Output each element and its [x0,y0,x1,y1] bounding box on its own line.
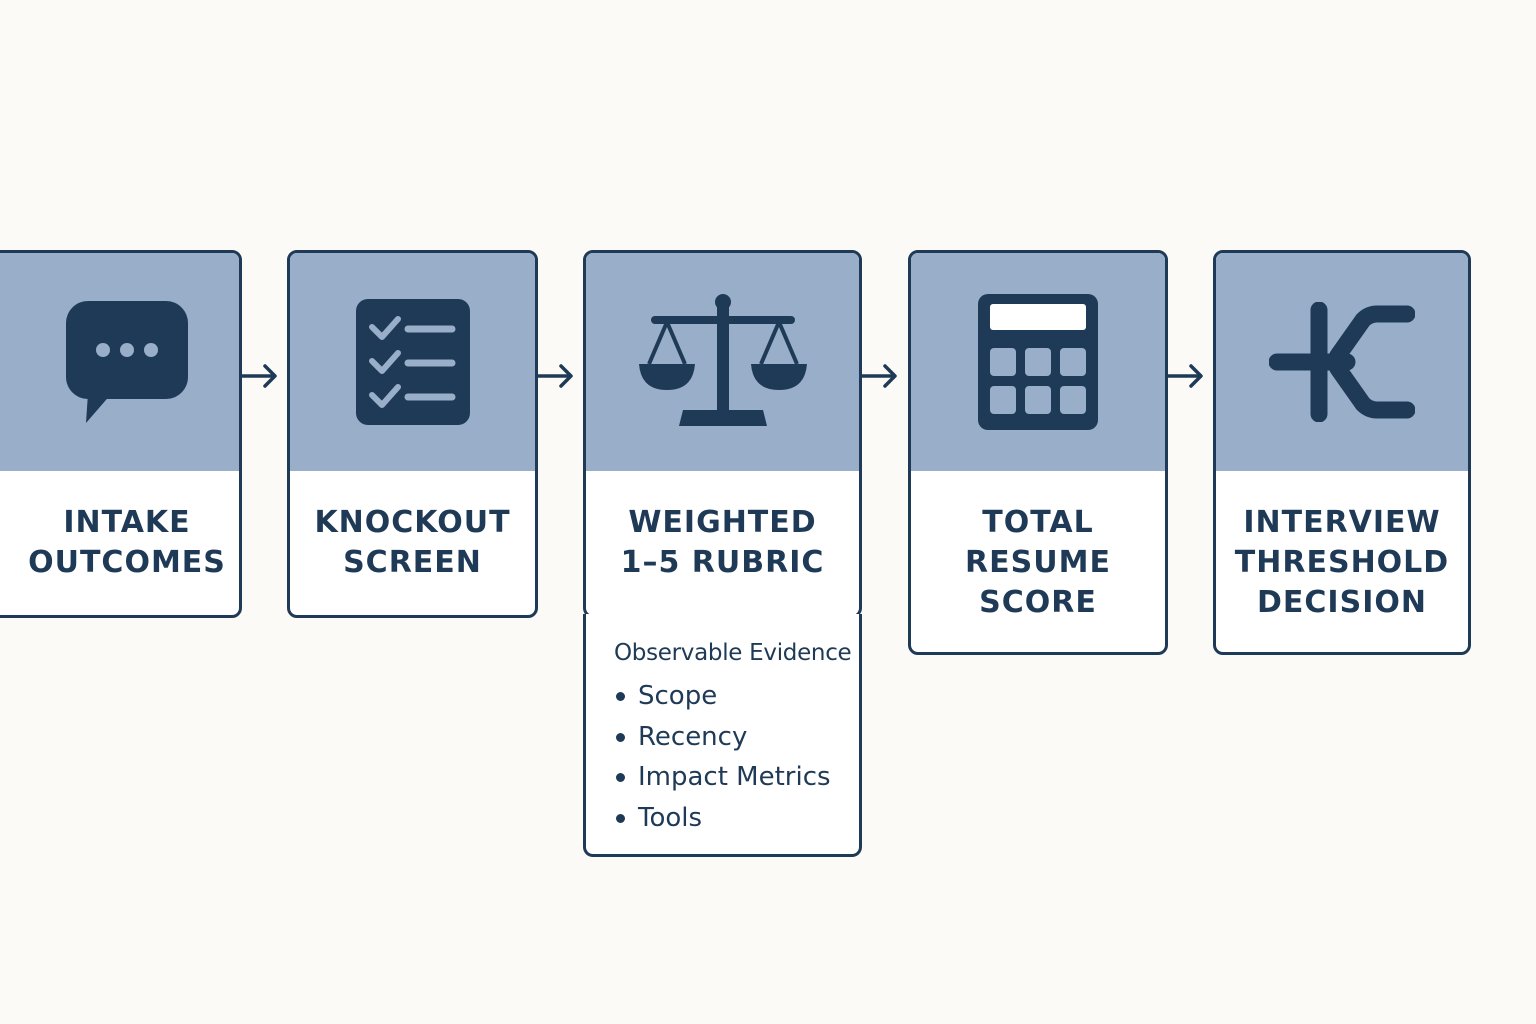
step-knockout-screen: KNOCKOUT SCREEN [287,250,538,618]
step-label: INTAKE OUTCOMES [0,503,239,583]
evidence-list: Scope Recency Impact Metrics Tools [614,676,831,838]
branching-decision-icon [1269,302,1415,422]
evidence-item: Recency [614,717,831,758]
step-label-line: INTERVIEW [1243,505,1441,540]
step-weighted-rubric: WEIGHTED 1–5 RUBRIC [583,250,862,618]
step-label-line: WEIGHTED [628,505,817,540]
step-interview-threshold-decision-header [1216,253,1468,471]
step-label-line: SCORE [979,585,1097,620]
step-label: WEIGHTED 1–5 RUBRIC [586,503,859,583]
flow-arrow [862,364,897,388]
bullet-icon [616,692,625,701]
step-label-line: OUTCOMES [28,545,226,580]
speech-bubble-icon [66,301,188,423]
evidence-item-text: Impact Metrics [638,762,831,792]
step-label-line: RESUME [965,545,1111,580]
flow-arrow [538,364,573,388]
evidence-item: Impact Metrics [614,757,831,798]
step-total-resume-score: TOTAL RESUME SCORE [908,250,1168,655]
step-label-line: INTAKE [63,505,191,540]
calculator-icon [978,294,1098,430]
bullet-icon [616,813,625,823]
checklist-icon [355,299,470,425]
step-interview-threshold-decision: INTERVIEW THRESHOLD DECISION [1213,250,1471,655]
step-label-line: KNOCKOUT [314,505,511,540]
step-weighted-rubric-header [586,253,859,471]
step-knockout-screen-header [290,253,535,471]
evidence-item-text: Scope [638,681,718,711]
step-label-line: DECISION [1257,585,1427,620]
bullet-icon [616,773,625,782]
step-intake-outcomes-header [0,253,239,471]
balance-scale-icon [638,294,807,426]
step-label-line: SCREEN [343,545,482,580]
evidence-item: Scope [614,676,831,717]
observable-evidence-panel: Observable Evidence Scope Recency Impact… [583,614,862,857]
step-label: TOTAL RESUME SCORE [911,503,1165,623]
step-label: KNOCKOUT SCREEN [290,503,535,583]
flow-arrow [242,364,277,388]
step-label: INTERVIEW THRESHOLD DECISION [1216,503,1468,623]
step-label-line: TOTAL [982,505,1094,540]
evidence-item-text: Recency [638,721,748,752]
evidence-item-text: Tools [638,802,703,833]
step-intake-outcomes: INTAKE OUTCOMES [0,250,242,618]
evidence-item: Tools [614,798,831,839]
evidence-title: Observable Evidence [614,640,852,666]
flow-arrow [1168,364,1203,388]
step-label-line: THRESHOLD [1234,545,1450,580]
bullet-icon [616,732,625,742]
step-total-resume-score-header [911,253,1165,471]
step-label-line: 1–5 RUBRIC [620,545,825,580]
